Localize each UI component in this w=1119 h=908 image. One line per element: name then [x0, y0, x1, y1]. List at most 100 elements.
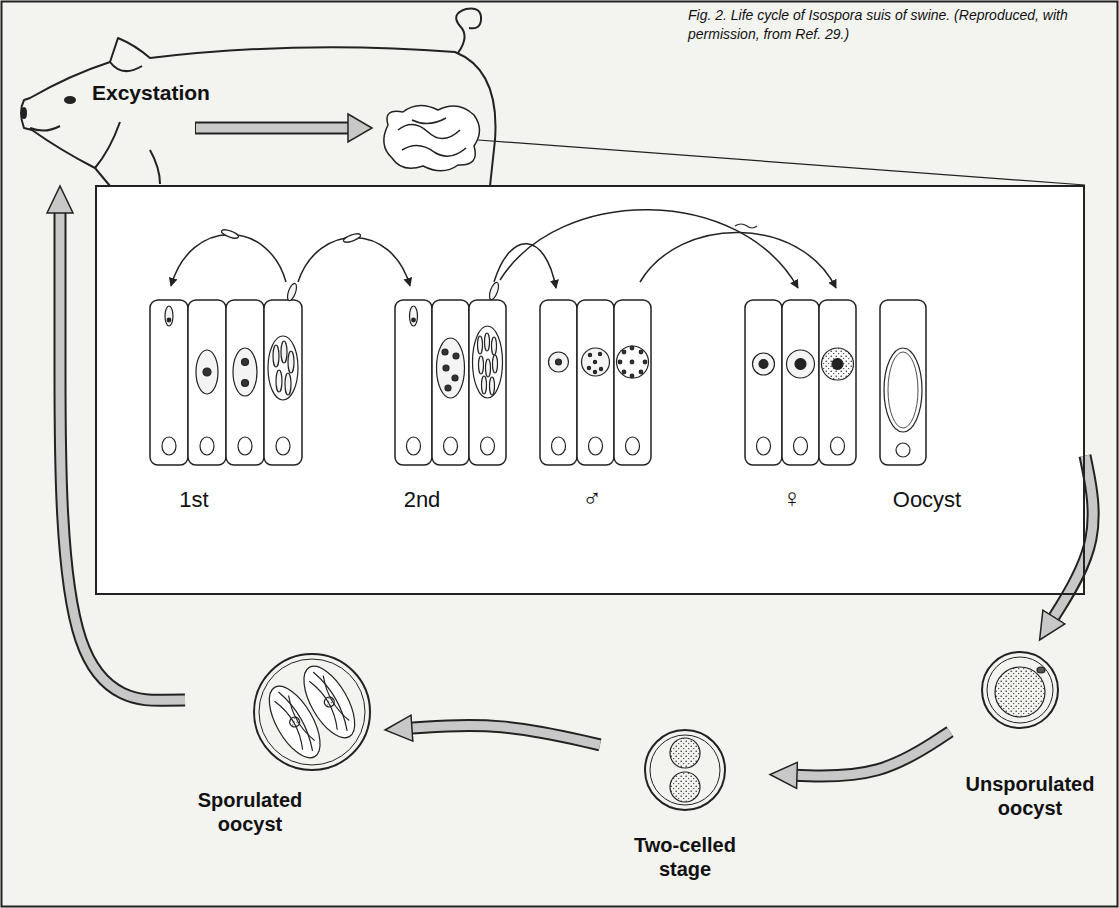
- connector-outline: [794, 732, 950, 776]
- label-slot: Unsporulated oocyst: [955, 772, 1105, 820]
- development-arrow: [500, 210, 798, 288]
- connector-fill: [794, 732, 950, 776]
- parasite-stage: [822, 348, 854, 380]
- oocyst-stage: Sporulated oocyst: [185, 650, 385, 850]
- parasite-stage: [884, 348, 922, 432]
- parasite-stage: [482, 376, 487, 394]
- parasite-stage: [486, 359, 491, 377]
- parasite-stage: [488, 281, 501, 300]
- parasite-stage: [281, 341, 287, 363]
- development-arrow: [640, 232, 836, 288]
- pig-detail: [150, 150, 160, 184]
- connector-outline: [1052, 456, 1093, 620]
- label-slot: ♀: [747, 483, 837, 514]
- parasite-stage: [473, 326, 503, 398]
- parasite-stage: [276, 370, 282, 392]
- parasite-stage: [617, 346, 649, 378]
- cell-nucleus: [444, 437, 458, 455]
- stage-label: 2nd: [377, 487, 467, 513]
- host-cell: [880, 300, 926, 465]
- parasite-stage: [285, 373, 291, 395]
- parasite-stage: [286, 282, 299, 301]
- inset-ground: [95, 185, 1085, 595]
- label-slot: ♂: [547, 483, 637, 514]
- excystation-arrow: [348, 114, 372, 142]
- life-stage-inset: 1st2nd♂♀Oocyst: [95, 185, 1085, 595]
- host-cell: [540, 300, 577, 465]
- figure-caption: Fig. 2. Life cycle of Isospora suis of s…: [688, 6, 1113, 44]
- parasite-stage: [630, 374, 634, 378]
- host-cell: [782, 300, 819, 465]
- parasite-stage: [453, 353, 459, 359]
- stage-label: Excystation: [92, 80, 262, 105]
- host-cell: [150, 300, 188, 465]
- pig-outline: [21, 38, 496, 186]
- cell-nucleus: [589, 437, 603, 455]
- connector-fill: [409, 726, 600, 745]
- label-slot: 2nd: [377, 487, 467, 513]
- cell-nucleus: [794, 437, 808, 455]
- parasite-stage: [588, 353, 591, 356]
- parasite-stage: [443, 365, 449, 371]
- parasite-stage: [639, 350, 643, 354]
- host-cell: [264, 300, 302, 465]
- host-cell: [469, 300, 506, 465]
- parasite-stage: [452, 375, 458, 381]
- parasite-stage: [582, 348, 610, 376]
- cycle-arrow: [794, 732, 950, 776]
- parasite-stage: [598, 352, 601, 355]
- connector-fill: [60, 210, 185, 700]
- cell-nucleus: [552, 437, 566, 455]
- intestine: [402, 145, 466, 156]
- stage-label: Unsporulated oocyst: [955, 772, 1105, 820]
- parasite-stage: [445, 385, 451, 391]
- development-arrow: [298, 237, 410, 286]
- excystation-arrow: [196, 124, 352, 133]
- host-cell: [432, 300, 469, 465]
- parasite-stage: [759, 360, 768, 369]
- cell-nucleus: [757, 437, 771, 455]
- parasite-stage: [242, 380, 249, 387]
- oocyst-detail: [670, 738, 700, 768]
- development-arrow: [171, 234, 286, 286]
- pig-detail: [65, 97, 75, 103]
- oocyst-detail: [259, 658, 365, 765]
- parasite-stage: [233, 348, 257, 396]
- host-cell: [150, 300, 926, 465]
- oocyst-wall: [645, 730, 725, 810]
- label-slot: Sporulated oocyst: [185, 788, 315, 836]
- oocyst-detail: [995, 667, 1045, 717]
- parasite-stage: [203, 368, 211, 376]
- excystation-arrow: [195, 114, 372, 142]
- connector-fill: [1052, 456, 1093, 620]
- parasite-stage: [599, 367, 602, 370]
- development-arrow: [171, 210, 836, 288]
- parasite-stage: [288, 351, 294, 373]
- parasite-stage: [556, 359, 562, 365]
- parasite-stage: [630, 360, 634, 364]
- parasite-stage: [593, 360, 596, 363]
- parasite-stage: [593, 370, 596, 373]
- parasite-stage: [485, 333, 490, 351]
- oocyst-stage: Unsporulated oocyst: [950, 640, 1110, 835]
- parasite-stage: [549, 352, 569, 372]
- cell-nucleus: [407, 437, 421, 455]
- free-merozoite: [343, 232, 362, 244]
- oocyst-detail: [259, 657, 1053, 805]
- cell-nucleus: [481, 437, 495, 455]
- cell-nucleus: [200, 437, 214, 455]
- stage-label: Sporulated oocyst: [185, 788, 315, 836]
- stage-label: Two-celled stage: [622, 833, 748, 881]
- stage-label: 1st: [149, 487, 239, 513]
- cycle-arrow: [409, 726, 600, 745]
- pig-detail: [110, 62, 142, 71]
- cell-nucleus: [831, 437, 845, 455]
- pig-detail: [30, 126, 60, 131]
- parasite-stage: [165, 281, 922, 432]
- cycle-arrow: [60, 210, 185, 700]
- cell-nucleus: [276, 437, 290, 455]
- oocyst-detail: [322, 695, 336, 709]
